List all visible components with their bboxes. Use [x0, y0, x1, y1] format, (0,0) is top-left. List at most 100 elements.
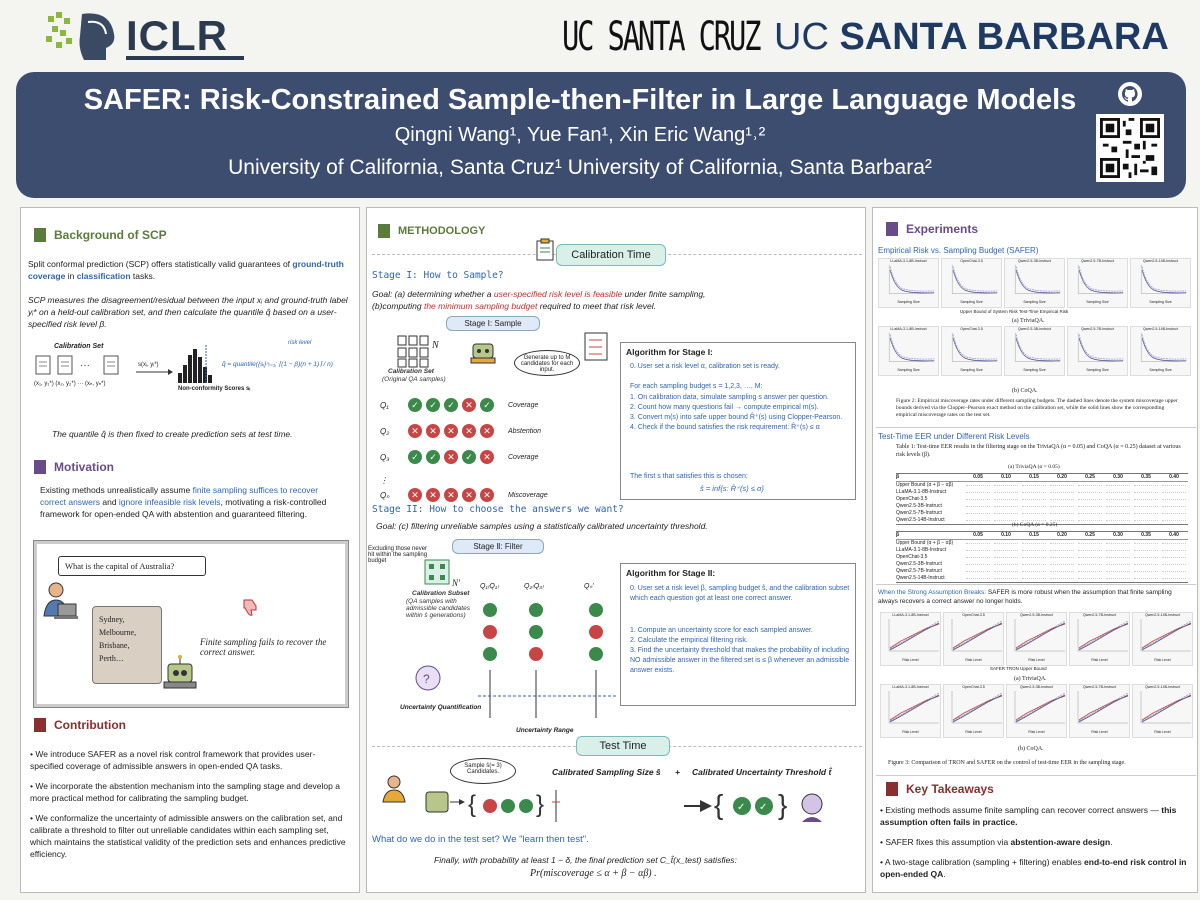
series-line: [1078, 694, 1129, 723]
calibration-set-sub: (Original QA samples): [382, 376, 446, 383]
check-icon: ✓: [426, 450, 440, 464]
series-line: [889, 622, 940, 651]
svg-text:✓: ✓: [759, 802, 767, 813]
table-row-label: Qwen2.5-14B-Instruct: [896, 517, 945, 523]
mini-plot-title: Qwen2.5-14B-Instruct: [1143, 259, 1178, 263]
cross-icon: ✕: [444, 450, 458, 464]
mini-plot-title: Qwen2.5-14B-Instruct: [1145, 613, 1180, 617]
mini-plot-title: Qwen2.5-7B-Instruct: [1081, 327, 1114, 331]
poster-title: SAFER: Risk-Constrained Sample-then-Filt…: [83, 84, 1077, 116]
table-b-title: (b) CoQA (α = 0.25): [1012, 522, 1058, 528]
calibration-items: (x₁, y₁*) (x₂, y₂*) ··· (xₙ, yₙ*): [34, 381, 106, 387]
figure3-legend: SAFER TRON Upper Bound: [990, 666, 1047, 671]
axis: [1077, 332, 1124, 362]
quantile-formula: q̂ = quantile({sᵢ}ⁿᵢ₌₁; ⌈(1 − β)(n + 1)⌉…: [222, 361, 333, 368]
axis-label: Sampling Size: [1149, 368, 1172, 372]
qr-code[interactable]: [1096, 114, 1164, 182]
table-cell: [1078, 578, 1102, 579]
stage2-goal: Goal: (c) filtering unreliable samples u…: [376, 521, 708, 531]
mini-plot-canvas: [888, 264, 935, 294]
algorithm1-steps: 1. On calibration data, simulate samplin…: [630, 393, 852, 433]
github-icon[interactable]: [1118, 82, 1142, 106]
mini-plot-canvas: [888, 619, 940, 652]
row-status-label: Coverage: [508, 401, 539, 409]
table-cell: [1022, 571, 1046, 572]
series-line: [1015, 334, 1061, 360]
series-line: [889, 270, 935, 294]
axis-label: Sampling Size: [960, 300, 983, 304]
mini-plot-title: LLaMA-3.1-8B-Instruct: [892, 613, 929, 617]
mini-plot-canvas: [1140, 691, 1192, 724]
svg-text:{: {: [714, 789, 723, 820]
table-row-label: Qwen2.5-3B-Instruct: [896, 503, 942, 509]
database-icon: [397, 335, 429, 368]
mini-plot-title: Qwen2.5-3B-Instruct: [1020, 685, 1053, 689]
test-question: What do we do in the test set? We "learn…: [372, 834, 589, 845]
table-cell: [966, 520, 990, 521]
table-cell: [1050, 485, 1074, 486]
axis: [1140, 332, 1187, 362]
table-row: Qwen2.5-3B-Instruct: [896, 561, 1188, 568]
series-line: [1141, 694, 1192, 723]
series-line: [1015, 270, 1061, 294]
series-line: [1015, 338, 1061, 362]
score-function-label: s(xᵢ, yᵢ*): [138, 362, 159, 368]
table-row: OpenChat-3.5: [896, 554, 1188, 561]
table-cell: [1078, 485, 1102, 486]
table-cell: [994, 564, 1018, 565]
svg-text:?: ?: [423, 672, 430, 686]
table-cell: [994, 557, 1018, 558]
check-icon: ✓: [444, 398, 458, 412]
table-cell: [994, 571, 1018, 572]
table-cell: [994, 506, 1018, 507]
svg-text:}: }: [778, 789, 787, 820]
mini-plot-title: Qwen2.5-3B-Instruct: [1018, 327, 1051, 331]
axis: [888, 691, 939, 724]
table-cell: [1078, 506, 1102, 507]
strong-assumption-text: When the Strong Assumption Breaks: SAFER…: [878, 589, 1172, 605]
cross-icon: ✕: [462, 424, 476, 438]
check-icon: ✓: [426, 398, 440, 412]
table-cell: [1162, 564, 1186, 565]
mini-plot-title: Qwen2.5-7B-Instruct: [1083, 685, 1116, 689]
series-line: [952, 622, 1003, 651]
table-header-cell: 0.40: [1169, 532, 1179, 538]
axis: [951, 691, 1002, 724]
table-cell: [1106, 506, 1130, 507]
table-row-label: LLaMA-3.1-8B-Instruct: [896, 547, 947, 553]
divider: [876, 427, 1196, 428]
axis: [1077, 264, 1124, 294]
table-row: Qwen2.5-3B-Instruct: [896, 503, 1188, 510]
divider: [876, 584, 1196, 585]
svg-text:···: ···: [80, 360, 90, 371]
stage2-column-label: Q₂₍Q₃₎: [524, 583, 544, 590]
mini-plot-title: LLaMA-3.1-8B-Instruct: [890, 259, 927, 263]
table-cell: [1134, 506, 1158, 507]
series-line: [1078, 334, 1124, 360]
table-cell: [966, 578, 990, 579]
table-cell: [1050, 571, 1074, 572]
mini-plot-canvas: [1140, 332, 1187, 362]
axis-label: Risk Level: [965, 658, 982, 662]
check-icon: ✓: [408, 398, 422, 412]
stage1-row: ⋮: [380, 474, 620, 486]
table-cell: [1106, 557, 1130, 558]
series-line: [889, 694, 940, 723]
axis-label: Sampling Size: [1086, 300, 1109, 304]
mini-plot-canvas: [888, 691, 940, 724]
series-line: [889, 692, 940, 722]
axis-label: Risk Level: [965, 730, 982, 734]
table-row: LLaMA-3.1-8B-Instruct: [896, 547, 1188, 554]
table-cell: [994, 499, 1018, 500]
algorithm1-step: 2. Count how many questions fail → compu…: [630, 404, 819, 411]
axis-label: Risk Level: [1154, 658, 1171, 662]
table-cell: [994, 513, 1018, 514]
algorithm1-loop: For each sampling budget s = 1,2,3, …, M…: [630, 383, 763, 390]
generate-bubble: Generate up to M candidates for each inp…: [514, 350, 580, 376]
axis: [1014, 264, 1061, 294]
table-cell: [1106, 543, 1130, 544]
